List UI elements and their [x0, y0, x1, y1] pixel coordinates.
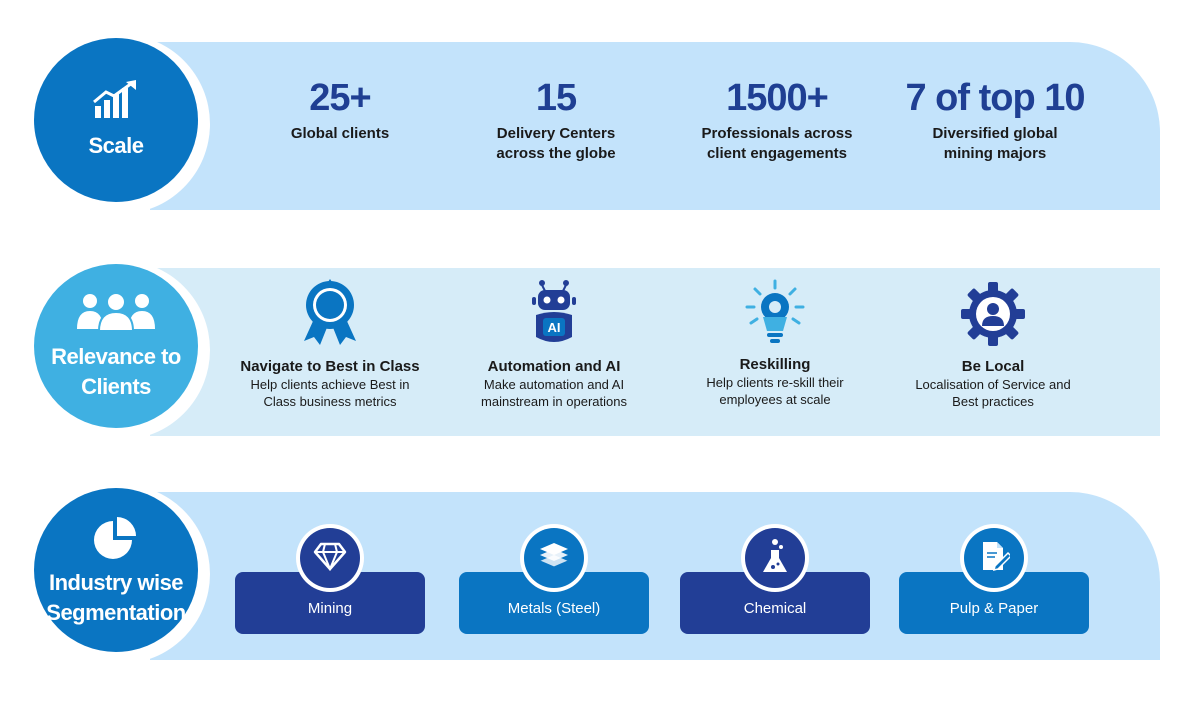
feature-title: Navigate to Best in Class [240, 358, 420, 375]
segment-icon-badge [296, 524, 364, 592]
stacked-sheets-icon [536, 541, 572, 576]
segment-icon-badge [741, 524, 809, 592]
relevance-badge: Relevance to Clients [30, 260, 210, 440]
feature-desc: Best practices [952, 394, 1034, 409]
stat-label: across the globe [496, 145, 616, 162]
feature-desc: Help clients achieve Best in [250, 377, 410, 392]
segment-label: Metals (Steel) [507, 599, 601, 617]
scale-title: Scale [88, 132, 145, 158]
growth-chart-icon [92, 79, 140, 125]
feature-title: Be Local [961, 358, 1025, 375]
robot-ai-icon: AI [528, 279, 580, 352]
stat-professionals: 1500+ Professionals across client engage… [677, 76, 877, 164]
stat-global-clients: 25+ Global clients [240, 76, 440, 144]
feature-be-local: Be Local Localisation of Service and Bes… [883, 274, 1103, 410]
relevance-title-line2: Clients [81, 373, 151, 399]
feature-title: Reskilling [739, 356, 811, 373]
industry-title-line1: Industry wise [48, 569, 184, 595]
feature-desc: Make automation and AI [483, 377, 625, 392]
diamond-icon [313, 541, 347, 576]
industry-section: Industry wise Segmentation Mining Metals… [0, 484, 1200, 664]
stat-value: 25+ [309, 77, 371, 119]
feature-best-in-class: Navigate to Best in Class Help clients a… [220, 274, 440, 410]
segment-label: Mining [307, 599, 353, 617]
feature-desc: Localisation of Service and [915, 377, 1071, 392]
stat-label: Global clients [290, 125, 390, 142]
bulb-gear-icon [743, 279, 807, 350]
scale-badge: Scale [30, 34, 210, 214]
segment-label: Pulp & Paper [949, 599, 1039, 617]
svg-text:AI: AI [548, 320, 561, 335]
industry-title-line2: Segmentation [46, 599, 186, 625]
scale-strip [150, 42, 1160, 210]
segment-label: Chemical [743, 599, 807, 617]
stat-label: Professionals across [701, 125, 853, 142]
relevance-section: Relevance to Clients [0, 260, 1200, 440]
people-group-icon [74, 291, 158, 336]
stat-label: Diversified global [932, 125, 1058, 142]
relevance-title-line1: Relevance to [51, 343, 181, 369]
segment-icon-badge [520, 524, 588, 592]
stat-label: Delivery Centers [496, 125, 616, 142]
pie-chart-icon [91, 513, 141, 564]
flask-icon [760, 538, 790, 579]
stat-value: 7 of top 10 [905, 77, 1085, 119]
feature-desc: employees at scale [719, 392, 831, 407]
feature-automation-ai: AI Automation and AI Make automation and… [444, 274, 664, 410]
feature-desc: Help clients re-skill their [706, 375, 844, 390]
feature-desc: mainstream in operations [481, 394, 627, 409]
stat-label: mining majors [943, 145, 1047, 162]
feature-reskilling: Reskilling Help clients re-skill their e… [665, 274, 885, 408]
feature-title: Automation and AI [487, 358, 621, 375]
stat-value: 15 [535, 77, 577, 119]
scale-section: Scale 25+ Global clients 15 Delivery Cen… [0, 34, 1200, 214]
stat-value: 1500+ [726, 77, 829, 119]
feature-desc: Class business metrics [263, 394, 397, 409]
person-gear-icon [960, 281, 1026, 352]
paper-pen-icon [978, 539, 1013, 578]
segment-icon-badge [960, 524, 1028, 592]
stat-delivery-centers: 15 Delivery Centers across the globe [456, 76, 656, 164]
stat-label: client engagements [706, 145, 848, 162]
stat-mining-majors: 7 of top 10 Diversified global mining ma… [895, 76, 1095, 164]
industry-badge: Industry wise Segmentation [30, 484, 210, 664]
award-ribbon-icon [300, 279, 360, 352]
